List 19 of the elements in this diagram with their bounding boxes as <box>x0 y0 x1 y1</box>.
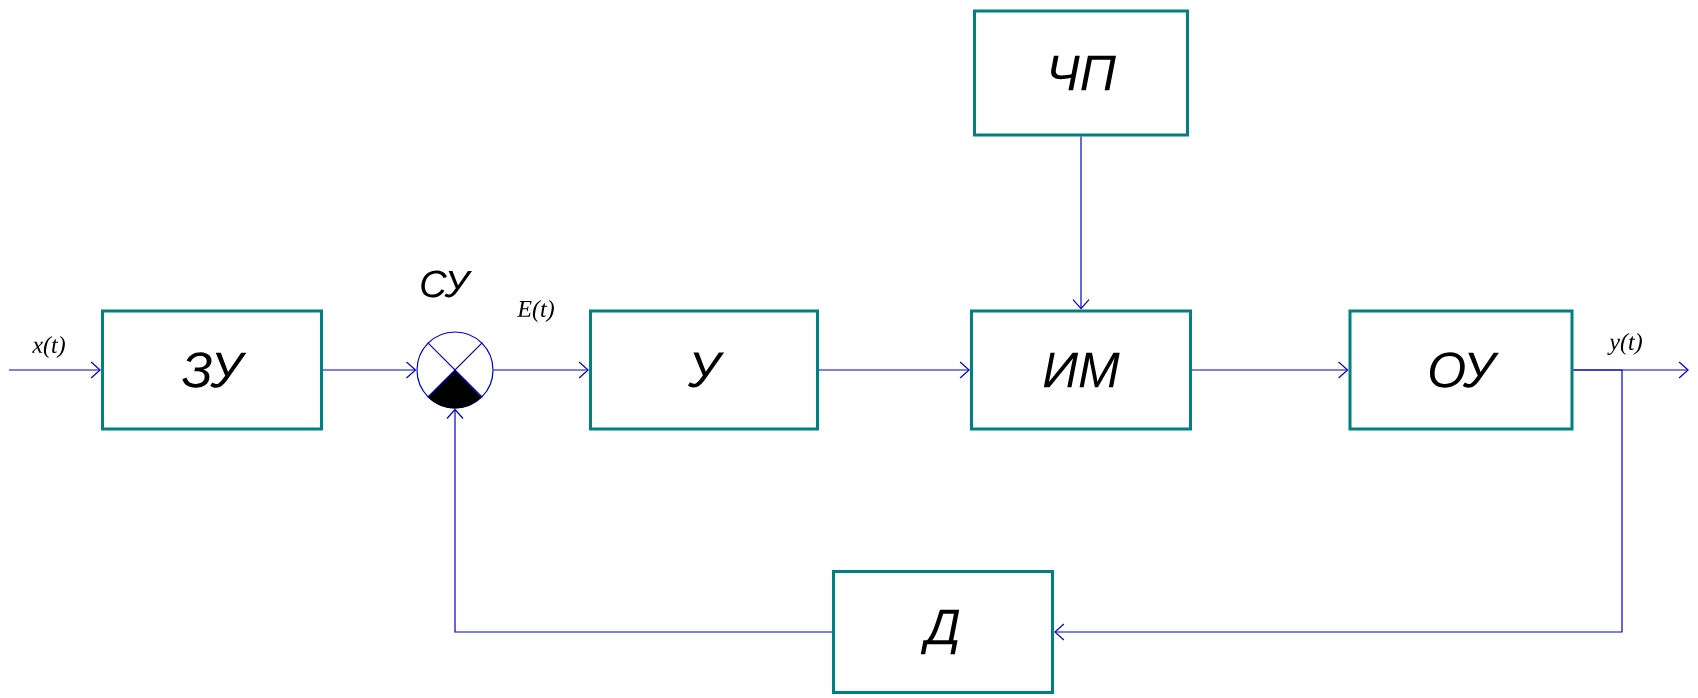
block-box: ОУ <box>1348 309 1574 431</box>
junction-label: СУ <box>421 270 472 298</box>
arrow <box>8 361 101 379</box>
edge-label: E(t) <box>516 299 556 323</box>
block-box: ЗУ <box>101 309 323 431</box>
summing-junction <box>416 331 494 409</box>
block-box: ЧП <box>973 9 1189 137</box>
arrow <box>818 361 970 379</box>
arrow <box>1054 369 1623 641</box>
block-box: ИМ <box>970 309 1192 431</box>
block-box: Д <box>832 570 1054 694</box>
block-box: У <box>589 309 819 431</box>
arrow <box>322 361 417 379</box>
arrow <box>446 408 833 633</box>
arrow <box>493 361 589 379</box>
arrow <box>1072 135 1090 310</box>
edge-label: y(t) <box>1607 332 1644 356</box>
edge-label: x(t) <box>31 335 67 359</box>
arrow <box>1191 361 1349 379</box>
